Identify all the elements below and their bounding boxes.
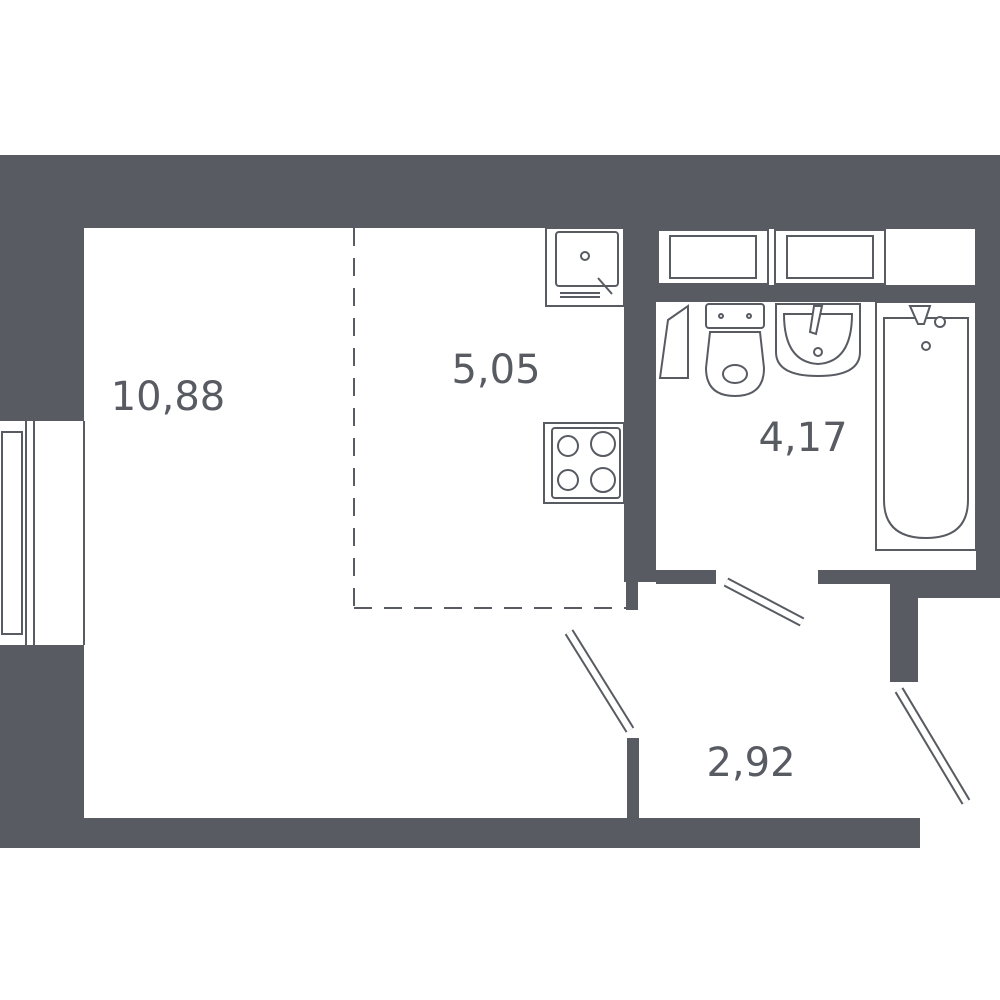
hall-area: 2,92 <box>706 740 795 786</box>
bathroom-bottom-wall-left <box>656 570 716 584</box>
kitchen-zone-outline <box>353 228 626 609</box>
interior-walls <box>624 228 1000 818</box>
living-room-area: 10,88 <box>111 374 226 420</box>
bottom-wall <box>0 818 920 848</box>
bath-cabinet <box>658 304 689 379</box>
bathroom-top-wall <box>656 286 976 302</box>
wall-stub <box>626 582 638 610</box>
hall-divider-wall <box>627 738 639 818</box>
wardrobe <box>655 227 977 287</box>
kitchen-sink-icon <box>545 227 625 307</box>
top-wall <box>0 155 1000 228</box>
bathroom-left-wall <box>624 228 656 582</box>
bathroom-bottom-wall-right <box>818 570 976 584</box>
left-wall-lower <box>0 645 84 848</box>
bathroom-area: 4,17 <box>758 415 847 461</box>
door-icon <box>894 687 971 805</box>
toilet-icon <box>704 303 766 398</box>
door-icon <box>564 629 635 733</box>
kitchen-area: 5,05 <box>451 347 540 393</box>
window-icon <box>0 421 85 645</box>
exterior-walls <box>0 155 1000 848</box>
right-wall-upper <box>976 155 1000 598</box>
hall-right-wall <box>890 584 918 682</box>
washbasin-icon <box>775 303 861 378</box>
door-icon <box>723 577 805 627</box>
stove-icon <box>543 422 625 504</box>
bathtub-icon <box>875 301 977 551</box>
left-wall-upper <box>0 155 84 421</box>
